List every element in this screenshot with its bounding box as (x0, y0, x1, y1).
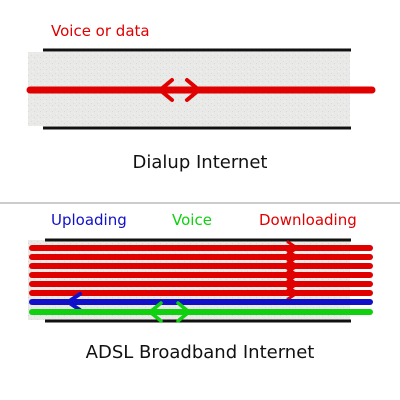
adsl-line-band (28, 240, 350, 320)
voice-label: Voice (172, 211, 212, 229)
upload-arrow-icon (66, 292, 82, 312)
dialup-left-arrow-icon (158, 78, 174, 102)
download-arrow-icon (286, 285, 299, 301)
voice-right-arrow-icon (176, 301, 191, 323)
download-label: Downloading (259, 211, 357, 229)
adsl-channels (29, 240, 373, 323)
upload-label: Uploading (51, 211, 127, 229)
adsl-caption: ADSL Broadband Internet (85, 342, 315, 363)
dialup-signal-label: Voice or data (51, 22, 150, 40)
dialup-caption: Dialup Internet (132, 152, 268, 173)
dialup-right-arrow-icon (185, 78, 201, 102)
voice-left-arrow-icon (148, 301, 163, 323)
